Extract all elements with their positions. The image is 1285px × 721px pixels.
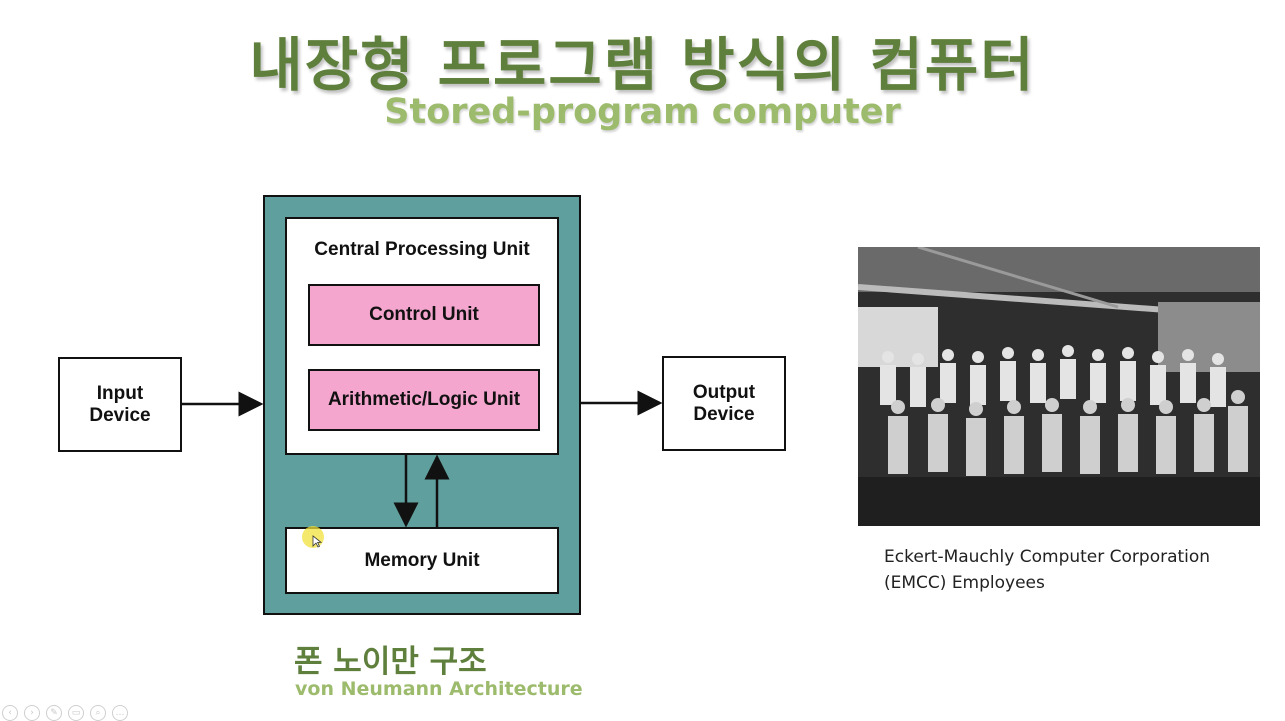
cpu-label: Central Processing Unit	[314, 239, 530, 260]
output-device-box: Output Device	[662, 356, 786, 451]
memory-unit-box: Memory Unit	[285, 527, 559, 594]
pen-icon[interactable]: ✎	[46, 705, 62, 721]
emcc-employees-photo	[858, 247, 1260, 526]
more-icon[interactable]: …	[112, 705, 128, 721]
output-device-label: Output Device	[692, 381, 756, 425]
input-device-label: Input Device	[89, 382, 151, 426]
photo-caption: Eckert-Mauchly Computer Corporation (EMC…	[884, 547, 1211, 593]
alu-box: Arithmetic/Logic Unit	[308, 369, 540, 431]
input-device-box: Input Device	[58, 357, 182, 452]
arrow-left-icon[interactable]: ‹	[2, 705, 18, 721]
slide-title-korean: 내장형 프로그램 방식의 컴퓨터	[249, 31, 1036, 99]
group-photo-illustration	[858, 247, 1260, 526]
pointer-highlight	[302, 526, 324, 548]
mouse-cursor-icon	[312, 535, 323, 548]
diagram-subtitle-korean: 폰 노이만 구조	[294, 644, 487, 680]
memory-unit-label: Memory Unit	[364, 549, 480, 571]
cpu-box: Central Processing Unit Control Unit Ari…	[285, 217, 559, 455]
arrow-right-icon[interactable]: ›	[24, 705, 40, 721]
presentation-toolbar: ‹ › ✎ ▭ ⌕ …	[2, 705, 128, 721]
alu-label: Arithmetic/Logic Unit	[327, 389, 521, 410]
zoom-icon[interactable]: ⌕	[90, 705, 106, 721]
control-unit-box: Control Unit	[308, 284, 540, 346]
copy-icon[interactable]: ▭	[68, 705, 84, 721]
control-unit-label: Control Unit	[369, 304, 479, 325]
slide-title-english: Stored-program computer	[384, 92, 901, 132]
diagram-subtitle-english: von Neumann Architecture	[295, 678, 583, 700]
